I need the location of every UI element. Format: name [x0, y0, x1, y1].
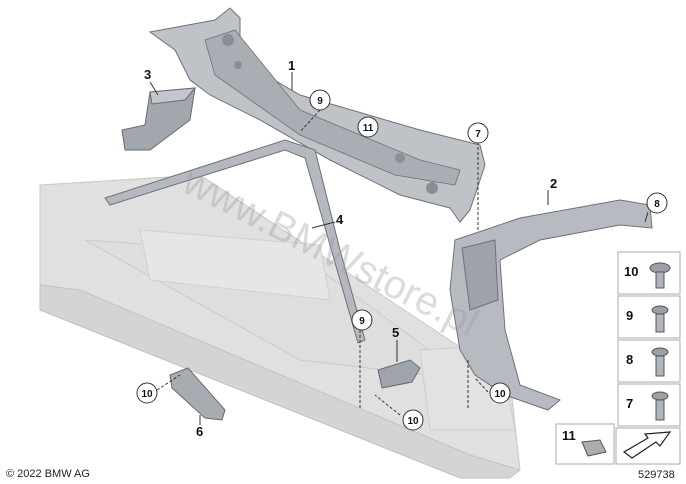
circled-callout-10-left: 10	[136, 382, 158, 404]
legend-box-9: 9	[617, 295, 681, 339]
diagram-number: 529738	[638, 469, 675, 481]
legend-box-10: 10	[617, 251, 681, 295]
svg-text:8: 8	[626, 352, 633, 367]
part-2-side-bracket	[449, 199, 653, 411]
svg-text:10: 10	[494, 389, 506, 400]
callout-5: 5	[392, 325, 399, 340]
svg-text:10: 10	[141, 389, 153, 400]
part-3-air-guide	[121, 87, 197, 151]
legend-box-8: 8	[617, 339, 681, 383]
part-4-strut	[104, 139, 366, 344]
copyright: © 2022 BMW AG	[6, 468, 90, 480]
part-1-upper-crossmember	[148, 7, 486, 223]
svg-text:8: 8	[654, 199, 660, 210]
callout-2: 2	[550, 176, 557, 191]
circled-callout-7: 7	[467, 122, 489, 144]
leader-lines	[149, 72, 649, 425]
fastener-legend: 10 9 8 7	[617, 251, 681, 427]
svg-text:7: 7	[626, 396, 633, 411]
svg-text:11: 11	[562, 428, 576, 443]
circled-callout-10-right: 10	[489, 382, 511, 404]
callout-4: 4	[336, 212, 344, 227]
arrow-icon	[622, 431, 672, 459]
part-5-bracket	[377, 359, 421, 389]
svg-text:9: 9	[317, 96, 323, 107]
part-6-bracket	[169, 367, 226, 421]
svg-text:11: 11	[363, 123, 374, 134]
svg-text:9: 9	[359, 316, 365, 327]
svg-text:9: 9	[626, 308, 633, 323]
callout-3: 3	[144, 67, 151, 82]
callout-6: 6	[196, 424, 203, 439]
circled-callout-10-center: 10	[402, 409, 424, 431]
ghost-bumper-carrier	[39, 174, 522, 479]
arrow-box	[615, 427, 681, 465]
circled-callout-9-bottom: 9	[351, 309, 373, 331]
legend-box-11: 11	[555, 423, 615, 465]
circled-callout-9-top: 9	[309, 89, 331, 111]
svg-text:10: 10	[624, 264, 638, 279]
callout-1: 1	[288, 58, 295, 73]
circled-callout-11: 11	[357, 116, 379, 138]
legend-box-7: 7	[617, 383, 681, 427]
svg-text:7: 7	[475, 129, 481, 140]
circled-callout-8: 8	[646, 192, 668, 214]
svg-text:10: 10	[407, 416, 419, 427]
